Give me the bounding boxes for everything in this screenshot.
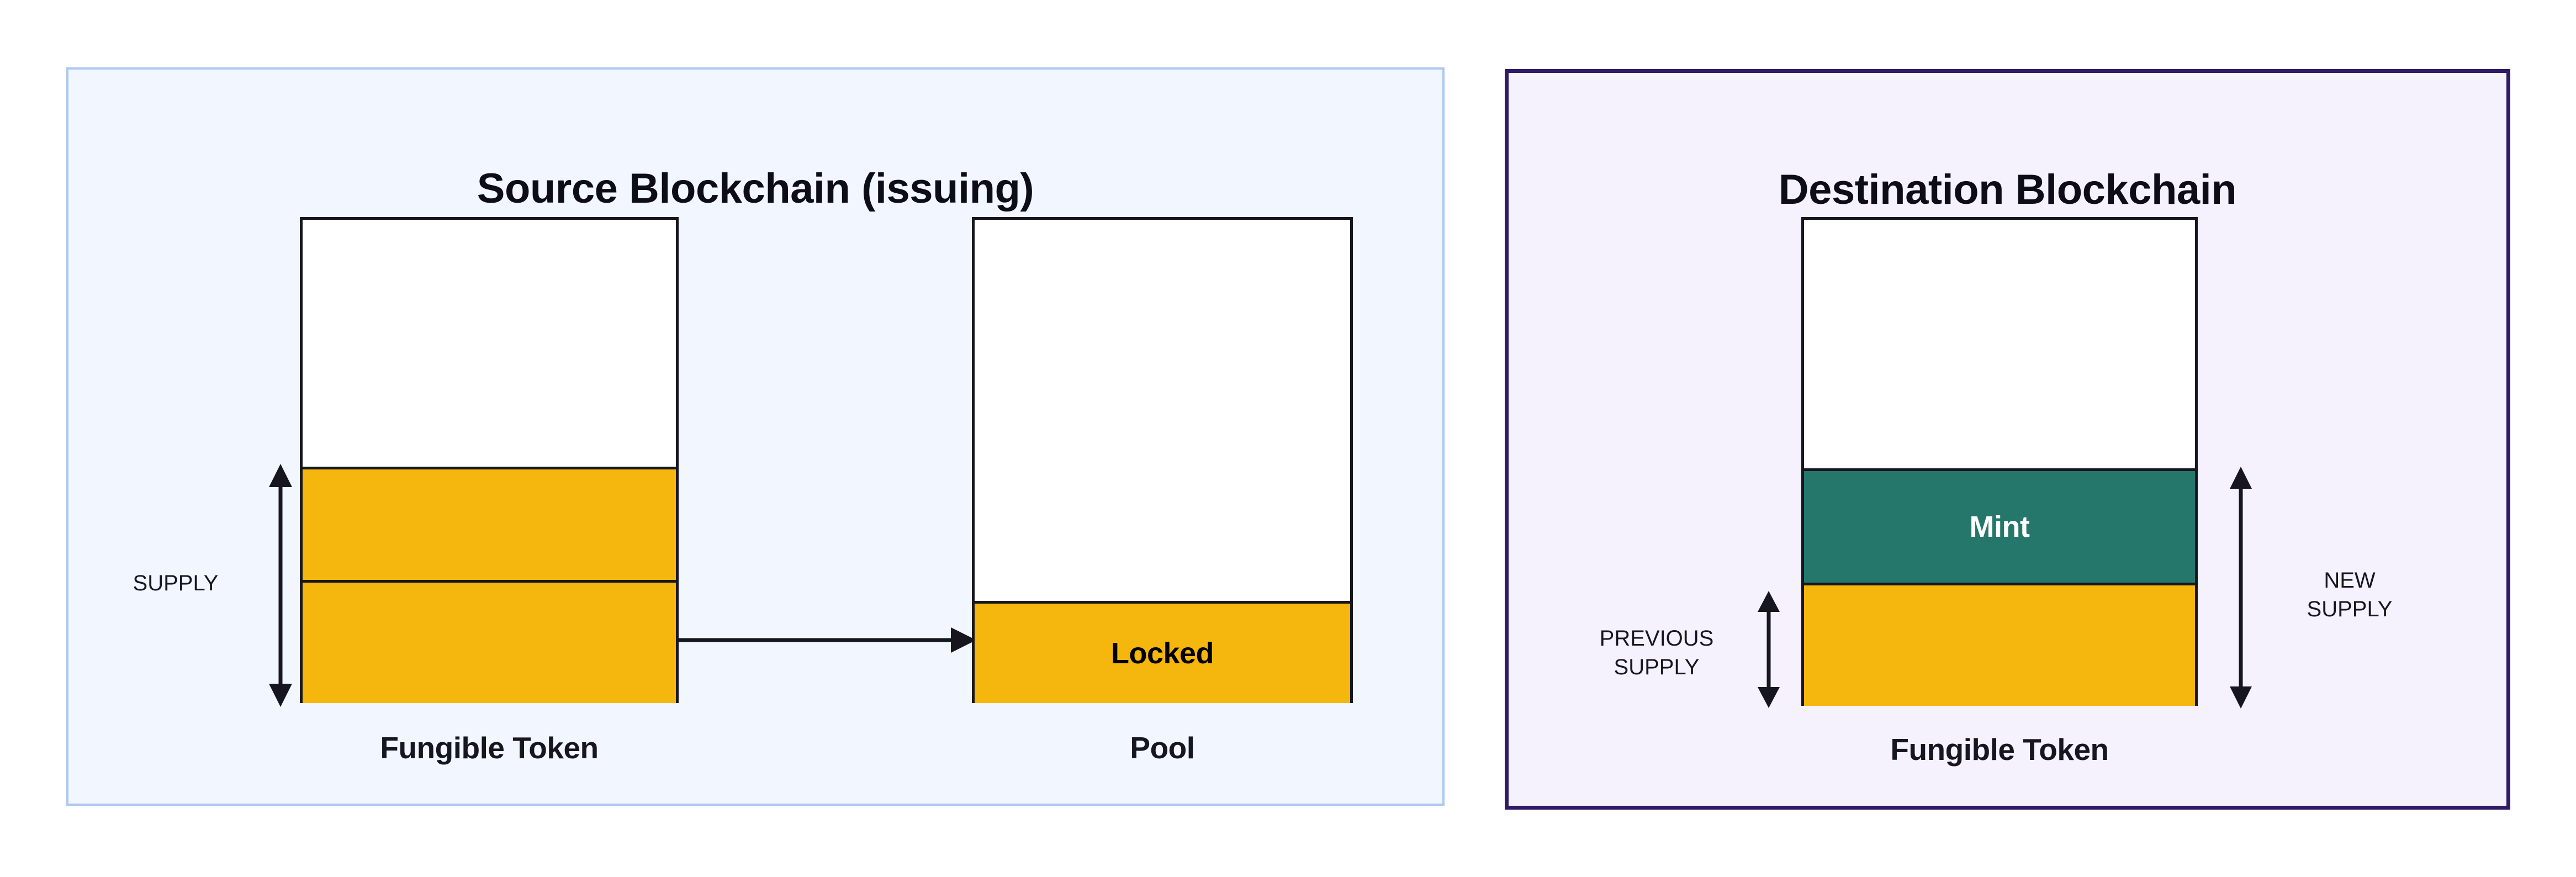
pool-box: Locked — [972, 217, 1353, 703]
source-supply-upper-segment — [303, 467, 676, 580]
destination-previous-supply-segment — [1804, 583, 2195, 706]
panel-destination-title: Destination Blockchain — [1778, 166, 2237, 213]
previous-supply-measure-label: PREVIOUS SUPPLY — [1599, 626, 1714, 679]
destination-fungible-token-box: Mint — [1801, 217, 2198, 706]
pool-caption: Pool — [1130, 731, 1195, 765]
new-supply-measure-label: NEW SUPPLY — [2307, 568, 2393, 621]
pool-locked-segment: Locked — [975, 601, 1350, 703]
new-supply-measure-arrow — [2225, 467, 2256, 709]
lock-transfer-arrow — [678, 624, 976, 656]
panel-source-title: Source Blockchain (issuing) — [477, 165, 1034, 212]
destination-fungible-token-caption: Fungible Token — [1890, 732, 2109, 767]
supply-measure-label: SUPPLY — [133, 571, 219, 595]
supply-measure-arrow — [264, 464, 297, 707]
destination-mint-label: Mint — [1969, 510, 2030, 543]
source-fungible-token-box — [300, 217, 679, 703]
previous-supply-measure-arrow — [1753, 591, 1784, 708]
source-supply-lower-segment — [303, 580, 676, 703]
destination-mint-segment: Mint — [1804, 468, 2195, 583]
pool-locked-label: Locked — [1110, 637, 1214, 670]
source-fungible-token-caption: Fungible Token — [380, 731, 599, 765]
